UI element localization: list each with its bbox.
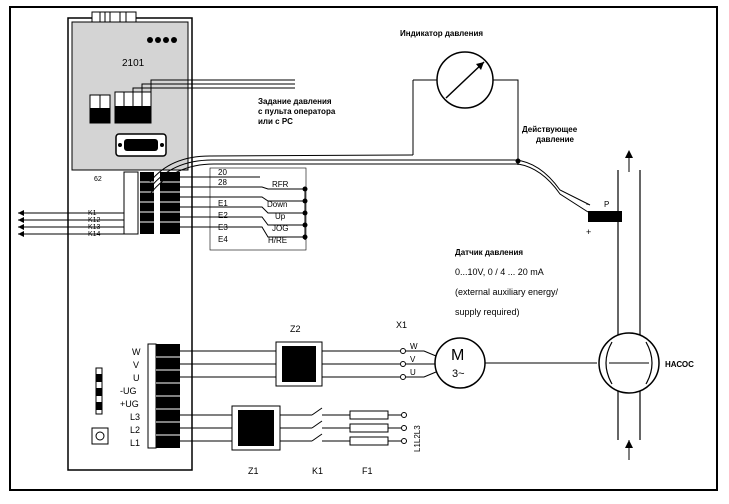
actual-pressure-label-1: Действующее <box>522 125 578 134</box>
mains-wiring: Z1 K1 F1 L1L2L3 <box>180 405 422 476</box>
setpoint-cable: Задание давления с пульта оператора или … <box>132 79 336 126</box>
relay-outputs: K1 K12 K13 K14 <box>18 210 124 238</box>
serial-connector <box>115 133 167 157</box>
control-func-3: Up <box>275 212 286 221</box>
power-label-plus-ug: +UG <box>120 399 139 409</box>
feedback-cable <box>149 154 591 213</box>
motor-phase: 3~ <box>452 368 465 380</box>
control-terminal-block: 62 <box>94 171 180 235</box>
power-label-v: V <box>133 360 139 370</box>
power-label-l1: L1 <box>130 438 140 448</box>
pump-label: НАСОС <box>665 360 694 369</box>
control-num-5: E4 <box>218 235 228 244</box>
model-label: 2101 <box>122 58 145 69</box>
terminal-label-62: 62 <box>94 176 102 183</box>
control-func-5: H/RE <box>268 236 287 245</box>
power-label-u: U <box>133 373 140 383</box>
control-num-2: E1 <box>218 199 228 208</box>
pump: НАСОС <box>598 332 694 394</box>
control-num-0: 20 <box>218 168 227 177</box>
sensor-text-4: supply required) <box>455 307 520 317</box>
top-connector <box>91 11 137 23</box>
power-label-w: W <box>132 347 141 357</box>
motor-terminal-v: V <box>410 355 416 364</box>
power-label-l3: L3 <box>130 412 140 422</box>
sensor-description: Датчик давления 0...10V, 0 / 4 ... 20 mA… <box>455 248 559 317</box>
k1-contactor: K1 <box>311 407 350 476</box>
control-func-4: JOG <box>272 224 288 233</box>
z1-label: Z1 <box>248 466 259 476</box>
setpoint-text-2: с пульта оператора <box>258 107 336 116</box>
control-num-3: E2 <box>218 211 228 220</box>
flow-arrow-up <box>625 150 633 158</box>
power-label-l2: L2 <box>130 425 140 435</box>
motor-terminal-w: W <box>410 342 418 351</box>
setpoint-text-1: Задание давления <box>258 97 332 106</box>
setpoint-text-3: или с PC <box>258 117 293 126</box>
z2-label: Z2 <box>290 324 301 334</box>
motor-terminal-u: U <box>410 368 416 377</box>
inverter-unit: 2101 <box>18 11 193 471</box>
sensor-text-1: Датчик давления <box>455 248 523 257</box>
motor-wiring: Z2 X1 W V U <box>180 320 437 387</box>
status-leds <box>147 37 177 43</box>
pipe <box>617 150 641 460</box>
control-func-2: Down <box>267 200 287 209</box>
pressure-indicator: Индикатор давления <box>400 29 519 165</box>
control-wiring: 20 28 RFR E1 Down E2 Up E3 JOG E4 H/RE <box>180 167 308 251</box>
control-func-1: RFR <box>272 180 289 189</box>
sensor-plus: + <box>586 227 591 237</box>
f1-fuses: F1 <box>349 410 407 476</box>
sensor-text-3: (external auxiliary energy/ <box>455 287 559 297</box>
sensor-text-2: 0...10V, 0 / 4 ... 20 mA <box>455 267 544 277</box>
x1-label: X1 <box>396 320 407 330</box>
f1-label: F1 <box>362 466 373 476</box>
flow-arrow-in <box>625 440 633 448</box>
sensor-minus: - <box>586 199 589 209</box>
power-label-minus-ug: -UG <box>120 386 137 396</box>
diagram-frame <box>9 6 718 491</box>
pressure-sensor: - + P <box>586 199 622 237</box>
k1-label: K1 <box>312 466 323 476</box>
power-terminal-block: W V U -UG +UG L3 L2 L1 <box>91 343 180 449</box>
pressure-indicator-label: Индикатор давления <box>400 29 483 38</box>
dip-switches <box>89 91 152 124</box>
sensor-p: P <box>604 200 609 209</box>
motor: M 3~ <box>434 337 597 389</box>
mains-label: L1L2L3 <box>413 425 422 452</box>
control-num-1: 28 <box>218 178 227 187</box>
motor-m: M <box>451 347 464 364</box>
actual-pressure-label-2: давление <box>536 135 575 144</box>
